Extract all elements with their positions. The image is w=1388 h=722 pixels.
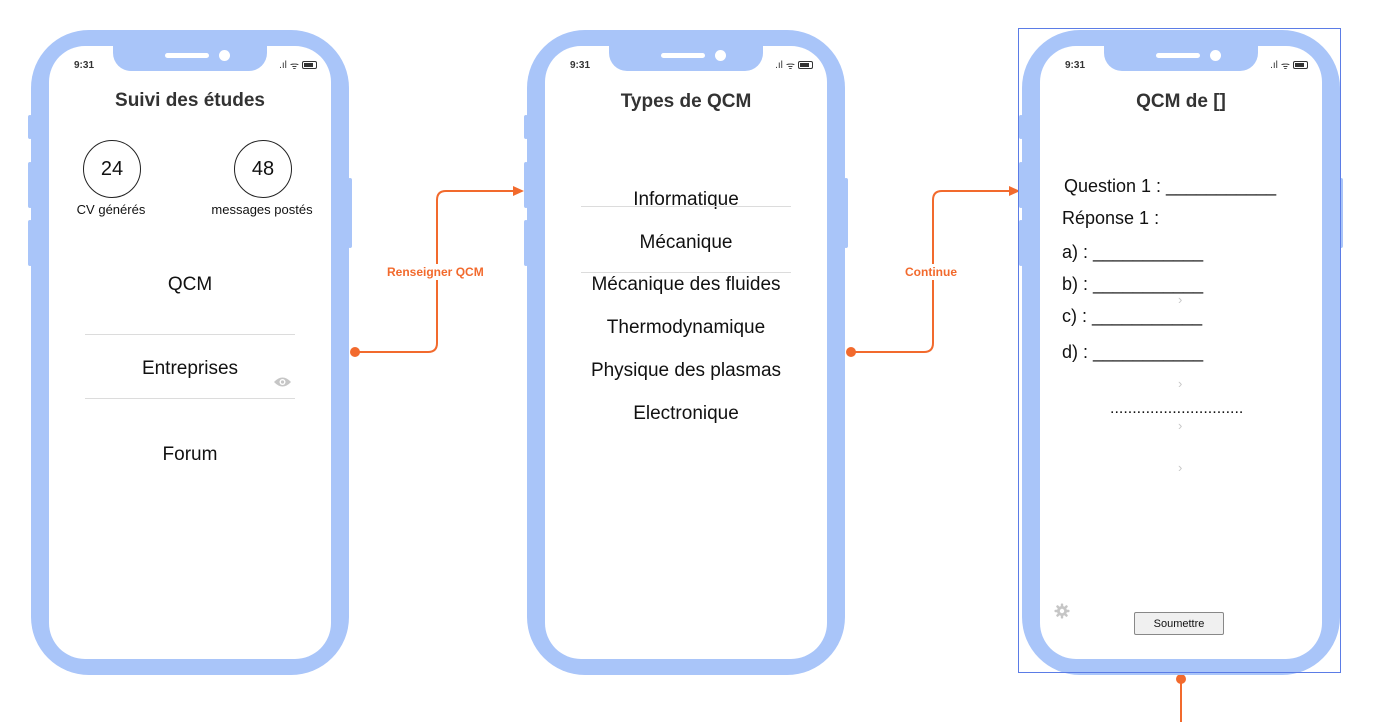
screen-suivi-etudes: 9:31 .ıl ᯤ Suivi des études 24 CV généré… [49, 46, 331, 659]
stat-cv-label: CV générés [76, 202, 146, 217]
phone-notch [113, 46, 267, 71]
page-title: Suivi des études [115, 90, 265, 111]
menu-divider [85, 398, 295, 399]
phone-suivi-etudes: 9:31 .ıl ᯤ Suivi des études 24 CV généré… [28, 30, 352, 675]
submit-button[interactable]: Soumettre [1134, 612, 1224, 635]
stat-messages-count: 48 [234, 140, 292, 198]
phone-qcm-questions: 9:31 .ıl ᯤ QCM de [] Question 1 : ______… [1019, 30, 1343, 675]
wifi-icon: ᯤ [785, 61, 795, 72]
phone-volume-up [1019, 162, 1023, 208]
stat-messages-label: messages postés [211, 202, 313, 217]
chevron-right-icon: › [1178, 292, 1183, 307]
option-a[interactable]: a) : ___________ [1062, 242, 1204, 262]
status-icons: .ıl ᯤ [279, 58, 317, 72]
chevron-right-icon: › [1178, 460, 1183, 475]
qcm-type-physique-plasmas[interactable]: Physique des plasmas [590, 360, 782, 381]
status-icons: .ıl ᯤ [775, 58, 813, 72]
signal-icon: .ıl [1270, 59, 1278, 71]
connector-label-renseigner[interactable]: Renseigner QCM [385, 264, 486, 280]
qcm-type-mecanique[interactable]: Mécanique [639, 232, 733, 253]
qcm-type-informatique[interactable]: Informatique [633, 189, 739, 210]
chevron-right-icon: › [1178, 376, 1183, 391]
phone-side-button [524, 115, 528, 139]
question-text: Question 1 : ___________ [1064, 176, 1277, 196]
menu-item-forum[interactable]: Forum [162, 444, 218, 465]
screen-qcm-questions: 9:31 .ıl ᯤ QCM de [] Question 1 : ______… [1040, 46, 1322, 659]
gear-icon[interactable] [1054, 603, 1070, 619]
qcm-type-mecanique-fluides[interactable]: Mécanique des fluides [591, 274, 781, 295]
option-b[interactable]: b) : ___________ [1062, 274, 1204, 294]
phone-power-button [348, 178, 352, 248]
selection-outline [1018, 28, 1341, 673]
answer-label: Réponse 1 : [1062, 208, 1160, 228]
phone-volume-down [1019, 220, 1023, 266]
menu-item-entreprises[interactable]: Entreprises [141, 358, 239, 379]
list-divider [581, 206, 791, 207]
page-title: Types de QCM [620, 91, 752, 112]
continuation-dots: .............................. [1110, 400, 1244, 417]
phone-side-button [1019, 115, 1023, 139]
screen-types-qcm: 9:31 .ıl ᯤ Types de QCM Informatique Méc… [545, 46, 827, 659]
status-time: 9:31 [74, 60, 95, 71]
phone-notch [609, 46, 763, 71]
chevron-right-icon: › [1178, 418, 1183, 433]
option-d[interactable]: d) : ___________ [1062, 342, 1204, 362]
list-divider [581, 272, 791, 273]
status-time: 9:31 [570, 60, 591, 71]
connector-start-dot-2 [846, 347, 856, 357]
battery-icon [798, 61, 813, 69]
battery-icon [302, 61, 317, 69]
battery-icon [1293, 61, 1308, 69]
phone-volume-up [28, 162, 32, 208]
phone-volume-down [524, 220, 528, 266]
signal-icon: .ıl [279, 59, 287, 71]
signal-icon: .ıl [775, 59, 783, 71]
phone-side-button [28, 115, 32, 139]
status-time: 9:31 [1065, 60, 1086, 71]
phone-notch [1104, 46, 1258, 71]
menu-divider [85, 334, 295, 335]
wifi-icon: ᯤ [289, 61, 299, 72]
status-icons: .ıl ᯤ [1270, 58, 1308, 72]
menu-item-qcm[interactable]: QCM [167, 274, 213, 295]
option-c[interactable]: c) : ___________ [1062, 306, 1203, 326]
eye-icon [274, 377, 291, 387]
phone-volume-down [28, 220, 32, 266]
phone-power-button [1339, 178, 1343, 248]
connector-start-dot-1 [350, 347, 360, 357]
arrowhead-1 [513, 186, 524, 196]
stat-cv-count: 24 [83, 140, 141, 198]
phone-volume-up [524, 162, 528, 208]
qcm-type-thermodynamique[interactable]: Thermodynamique [606, 317, 766, 338]
wifi-icon: ᯤ [1280, 61, 1290, 72]
phone-power-button [844, 178, 848, 248]
qcm-type-electronique[interactable]: Electronique [633, 403, 739, 424]
connector-label-continue[interactable]: Continue [903, 264, 959, 280]
phone-types-qcm: 9:31 .ıl ᯤ Types de QCM Informatique Méc… [524, 30, 848, 675]
page-title: QCM de [] [1136, 91, 1226, 112]
connector-start-dot-3 [1176, 674, 1186, 684]
